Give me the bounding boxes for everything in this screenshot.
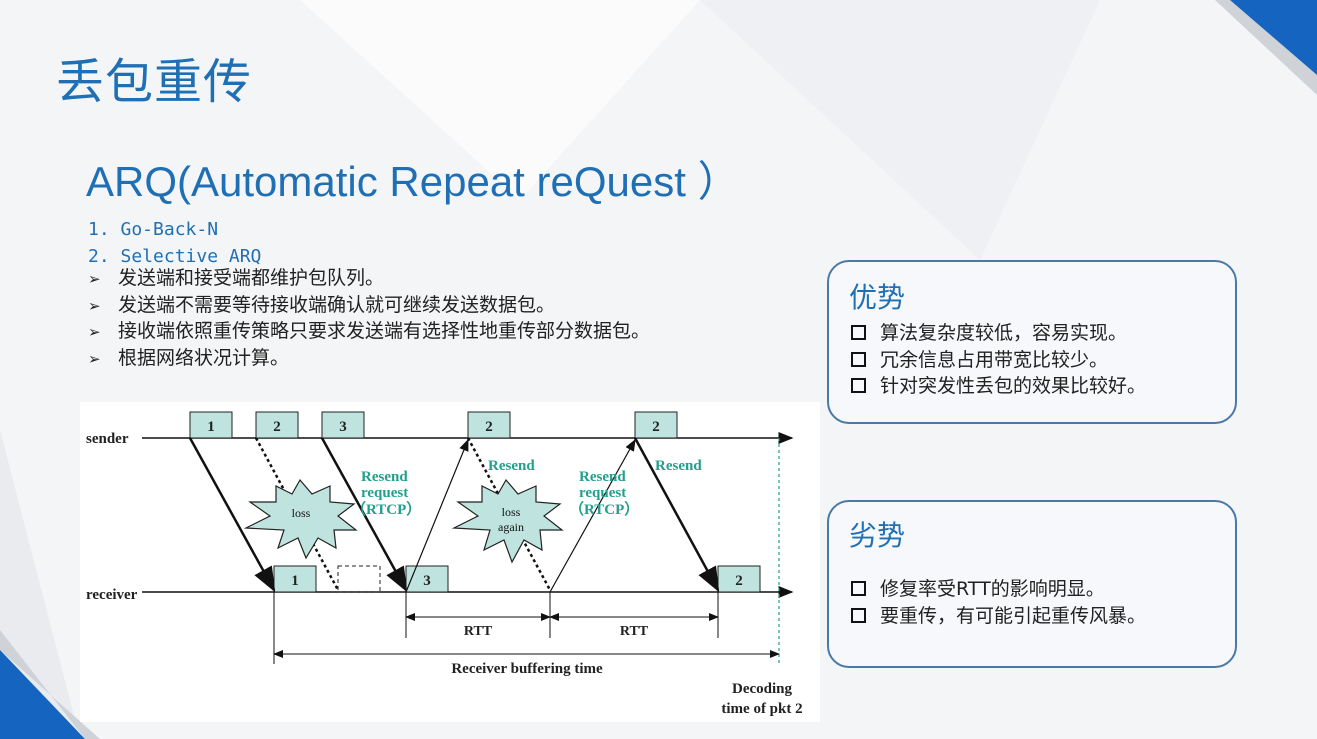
- disadvantages-list: 修复率受RTT的影响明显。 要重传，有可能引起重传风暴。: [851, 576, 1146, 629]
- receiver-packet-label: 2: [735, 573, 743, 589]
- loss-burst: [243, 478, 358, 560]
- checkbox-square-icon: [851, 607, 866, 623]
- method-item: 2. Selective ARQ: [88, 246, 262, 267]
- corner-accent-bottom-left: [0, 650, 85, 739]
- bullet-item: ➢接收端依照重传策略只要求发送端有选择性地重传部分数据包。: [88, 318, 650, 345]
- sender-packet: [467, 411, 511, 439]
- arrow-bullet-icon: ➢: [88, 323, 101, 341]
- bullet-list: ➢发送端和接受端都维护包队列。 ➢发送端不需要等待接收端确认就可继续发送数据包。…: [88, 265, 650, 371]
- sender-packet-label: 1: [207, 419, 215, 435]
- advantages-heading: 优势: [849, 281, 906, 314]
- resend-label: Resend: [655, 458, 702, 474]
- decoding-label: Decoding: [732, 681, 793, 697]
- sender-packet-label: 2: [485, 419, 493, 435]
- sender-packet-label: 3: [339, 419, 347, 435]
- arrow-bullet-icon: ➢: [88, 296, 101, 315]
- checkbox-square-icon: [851, 581, 866, 596]
- loss-again-label: again: [498, 520, 524, 534]
- loss-again-label: loss: [502, 505, 521, 519]
- resend-request-label: request: [579, 485, 626, 501]
- packet-path: [633, 437, 720, 593]
- bullet-item: ➢发送端和接受端都维护包队列。: [88, 265, 650, 292]
- resend-request-path: [405, 438, 469, 593]
- disadvantage-item: 修复率受RTT的影响明显。: [851, 576, 1146, 603]
- arq-timeline-diagram: sender receiver 1 2 3 2 2 1 3 2 loss los…: [80, 402, 820, 722]
- receiver-packet: [405, 565, 449, 593]
- sender-packet: [189, 411, 233, 439]
- receiver-packet-label: 1: [291, 573, 299, 589]
- rtt-label: RTT: [464, 624, 493, 639]
- loss-label: loss: [292, 506, 311, 520]
- sender-packet: [255, 411, 299, 439]
- page-title: 丢包重传: [56, 54, 253, 110]
- method-list: 1. Go-Back-N 2. Selective ARQ: [88, 216, 261, 270]
- page-subtitle: ARQ(Automatic Repeat reQuest ）: [86, 158, 740, 205]
- disadvantages-panel: 劣势 修复率受RTT的影响明显。 要重传，有可能引起重传风暴。: [827, 500, 1237, 668]
- sender-packet-label: 2: [273, 419, 281, 435]
- resend-request-label: Resend: [361, 469, 408, 485]
- sender-packet: [321, 411, 365, 439]
- disadvantages-heading: 劣势: [849, 519, 906, 552]
- buffering-label: Receiver buffering time: [451, 661, 603, 677]
- advantage-item: 冗余信息占用带宽比较少。: [851, 347, 1146, 374]
- receiver-packet: [273, 565, 317, 593]
- packet-path: [188, 437, 276, 593]
- resend-label: Resend: [488, 458, 535, 474]
- receiver-label: receiver: [86, 587, 138, 603]
- missing-packet-slot: [337, 565, 381, 593]
- advantage-item: 算法复杂度较低，容易实现。: [851, 320, 1146, 347]
- arrow-bullet-icon: ➢: [88, 349, 101, 368]
- resend-request-label: Resend: [579, 469, 626, 485]
- sender-packet: [634, 411, 678, 439]
- sender-label: sender: [86, 431, 129, 447]
- resend-request-label: （RTCP）: [351, 500, 421, 518]
- resend-request-label: （RTCP）: [569, 500, 639, 518]
- bullet-item: ➢发送端不需要等待接收端确认就可继续发送数据包。: [88, 292, 650, 319]
- bullet-item: ➢根据网络状况计算。: [88, 345, 650, 372]
- arrow-bullet-icon: ➢: [88, 270, 101, 288]
- corner-accent-top-right: [1230, 0, 1317, 75]
- resend-request-path: [549, 438, 636, 593]
- decoding-label: time of pkt 2: [721, 701, 802, 717]
- checkbox-square-icon: [851, 378, 866, 393]
- resend-request-label: request: [361, 485, 408, 501]
- advantages-list: 算法复杂度较低，容易实现。 冗余信息占用带宽比较少。 针对突发性丢包的效果比较好…: [851, 320, 1146, 400]
- rtt-label: RTT: [620, 624, 649, 639]
- sender-packet-label: 2: [652, 419, 660, 435]
- packet-path: [320, 437, 408, 593]
- advantages-panel: 优势 算法复杂度较低，容易实现。 冗余信息占用带宽比较少。 针对突发性丢包的效果…: [827, 260, 1237, 424]
- method-item: 1. Go-Back-N: [88, 219, 219, 240]
- disadvantage-item: 要重传，有可能引起重传风暴。: [851, 603, 1146, 630]
- advantage-item: 针对突发性丢包的效果比较好。: [851, 373, 1146, 400]
- loss-again-burst: [451, 478, 564, 564]
- receiver-packet-label: 3: [423, 573, 431, 589]
- checkbox-square-icon: [851, 325, 866, 340]
- checkbox-square-icon: [851, 351, 866, 367]
